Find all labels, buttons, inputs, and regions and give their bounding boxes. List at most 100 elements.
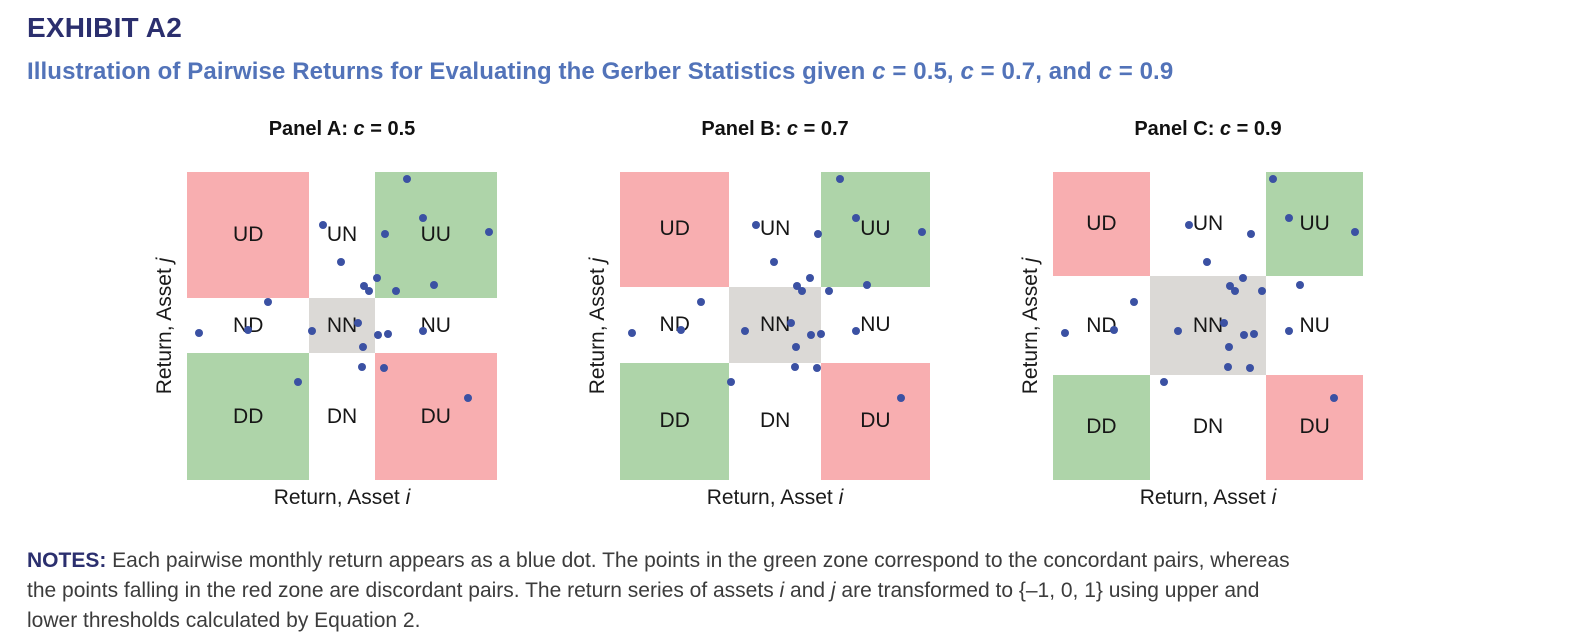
zone-du [374,353,497,480]
zone-label-dd: DD [659,409,690,433]
y-axis-label: Return, Asset j [586,258,610,395]
zone-label-ud: UD [233,222,264,246]
data-point [1284,213,1293,222]
zone-dd [620,362,730,480]
data-point [1110,326,1119,334]
data-point [263,298,272,307]
data-point [751,220,760,229]
zone-uu [820,172,930,287]
text-segment: j [830,579,836,602]
text-segment: Panel A: [268,118,354,140]
data-point [806,330,815,339]
text-segment: c [786,118,799,140]
data-point [391,286,400,295]
data-point [1173,326,1182,335]
data-point [381,230,390,239]
data-point [485,228,494,237]
text-segment: Each pairwise monthly return appears as … [106,549,1290,572]
text-segment: = 0.5, [885,58,961,85]
data-point [696,298,705,307]
data-point [318,220,327,229]
text-segment: c [1098,58,1112,85]
data-point [373,330,382,339]
text-segment: Return, Asset [586,262,609,395]
text-segment: Panel C: [1134,118,1220,140]
text-segment: j [1019,257,1042,263]
zone-ud [620,172,730,287]
zone-label-nu: NU [1299,313,1330,337]
text-segment: Return, Asset [273,486,406,509]
zone-label-nd: ND [233,314,263,338]
text-segment: lower thresholds calculated by Equation … [27,609,421,632]
zone-label-du: DU [860,409,891,433]
data-point [1061,328,1070,337]
text-segment: = 0.7, and [973,58,1099,85]
data-point [402,175,411,184]
zone-label-uu: UU [1299,212,1330,236]
y-axis-label: Return, Asset j [1019,258,1043,395]
notes-line: the points falling in the red zone are d… [27,576,1547,606]
data-point [464,394,473,403]
data-point [354,318,363,327]
data-point [918,228,927,237]
text-segment: j [586,257,609,263]
zone-label-uu: UU [860,217,891,241]
data-point [1220,318,1229,327]
data-point [1239,330,1248,339]
notes-line: NOTES: Each pairwise monthly return appe… [27,546,1547,576]
zone-label-dn: DN [1192,415,1224,439]
zone-label-nu: NU [420,313,451,337]
data-point [1239,273,1248,282]
data-point [364,286,373,295]
notes-line: lower thresholds calculated by Equation … [27,606,1547,636]
text-segment: c [353,118,365,140]
data-point [293,377,302,386]
data-point [1351,228,1360,237]
text-segment: i [779,579,785,602]
data-point [1184,220,1193,229]
data-point [1129,298,1138,307]
data-point [380,363,389,372]
data-point [677,326,686,334]
y-axis-label: Return, Asset j [153,258,177,395]
data-point [726,377,735,386]
data-point [244,326,253,334]
exhibit-label: EXHIBIT A2 [27,12,182,43]
x-axis-label: Return, Asset i [1053,486,1363,510]
data-point [1247,230,1256,239]
data-point [337,257,346,266]
data-point [1296,281,1305,290]
data-point [1224,363,1233,372]
zone-label-du: DU [1299,415,1330,439]
x-axis-label: Return, Asset i [620,486,930,510]
data-point [863,281,872,290]
data-point [797,286,806,295]
figure-subtitle: Illustration of Pairwise Returns for Eva… [27,58,1173,86]
data-point [1226,281,1234,290]
data-point [740,326,749,335]
text-segment: Illustration of Pairwise Returns for Eva… [27,58,873,85]
data-point [851,213,860,222]
data-point [1246,363,1255,372]
data-point [418,213,427,222]
zone-label-ud: UD [659,217,690,241]
text-segment: Return, Asset [1019,262,1042,395]
data-point [793,281,801,290]
data-point [628,328,637,337]
data-point [1330,394,1339,403]
data-point [195,328,204,337]
data-point [835,175,844,184]
data-point [824,286,833,295]
zone-uu [374,172,497,298]
text-segment: NOTES: [27,549,107,572]
zone-label-dd: DD [233,404,264,428]
zone-label-du: DU [420,404,451,428]
zone-label-nu: NU [860,312,891,336]
zone-ud [187,172,310,298]
data-point [307,326,316,335]
zone-label-un: UN [759,217,791,241]
data-point [792,343,801,352]
panel-title-b: Panel B: c = 0.7 [620,118,930,141]
zone-uu [1266,172,1363,277]
